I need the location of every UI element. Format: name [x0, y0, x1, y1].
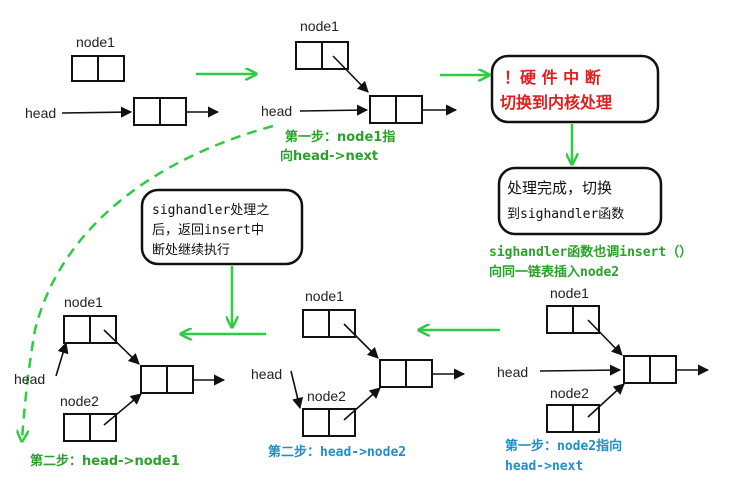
node1-next-arrow	[343, 323, 379, 359]
node1-label: node1	[550, 285, 589, 301]
return-text-line3: 断处继续执行	[152, 243, 230, 258]
panel-initial: node1 head	[25, 34, 220, 126]
node2-box	[546, 404, 600, 433]
return-to-insert-box: sighandler处理之 后，返回insert中 断处继续执行	[140, 188, 304, 266]
return-text-line1: sighandler处理之	[152, 203, 269, 218]
node1-box	[295, 41, 349, 70]
node2-next-arrow	[103, 393, 142, 426]
head-label: head	[261, 103, 292, 119]
panel-resume-step2: node1 head node2 第二步：head->node1	[14, 294, 226, 469]
list-node-box	[133, 97, 187, 126]
sighandler-note-line2: 向同一链表插入node2	[489, 264, 619, 280]
interrupt-text-line1: ！硬 件 中 断	[504, 68, 601, 87]
head-label: head	[14, 371, 45, 387]
resume-step2-text: 第二步：head->node1	[30, 453, 180, 469]
return-text-line2: 后，返回insert中	[152, 223, 264, 238]
node1-box	[71, 55, 125, 82]
sighandler-step2-text: 第二步：head->node2	[268, 444, 406, 460]
node1-label: node1	[300, 18, 339, 34]
panel-sighandler-step1: node1 head node2 第一步：node2指向 head->next	[497, 285, 710, 474]
list-node-box	[140, 365, 194, 394]
node1-label: node1	[64, 294, 103, 310]
node1-label: node1	[76, 34, 115, 50]
done-text-line1: 处理完成，切换	[507, 179, 612, 197]
node2-label: node2	[60, 393, 99, 409]
panel-step1: node1 head 第一步：node1指 向head->next	[261, 18, 458, 164]
node2-label: node2	[550, 385, 589, 401]
head-pointer-arrow	[55, 341, 69, 377]
node2-next-arrow	[587, 383, 625, 418]
dashed-resume-arrow	[22, 124, 274, 440]
step1-text-line2: 向head->next	[280, 148, 378, 164]
node1-box	[63, 315, 117, 344]
node1-box	[302, 309, 356, 338]
list-node-box	[379, 359, 433, 388]
head-label: head	[251, 366, 282, 382]
head-pointer-arrow	[299, 104, 369, 116]
sighandler-step1-line2: head->next	[505, 459, 583, 474]
sighandler-note-line1: sighandler函数也调insert（）	[489, 244, 692, 260]
node1-next-arrow	[332, 55, 369, 93]
head-pointer-arrow	[290, 370, 304, 410]
hardware-interrupt-box: ！硬 件 中 断 切换到内核处理	[490, 54, 660, 124]
step1-text-line1: 第一步：node1指	[285, 129, 395, 145]
done-text-line2: 到sighandler函数	[507, 207, 624, 222]
node1-next-arrow	[103, 329, 140, 365]
head-pointer-arrow	[539, 364, 622, 376]
interrupt-text-line2: 切换到内核处理	[500, 93, 612, 112]
sighandler-step1-line1: 第一步：node2指向	[505, 438, 622, 454]
switch-to-sighandler-box: 处理完成，切换 到sighandler函数	[497, 166, 663, 236]
head-label: head	[25, 105, 56, 121]
node1-next-arrow	[587, 319, 623, 356]
node1-label: node1	[305, 288, 344, 304]
list-node-box	[623, 355, 677, 384]
head-label: head	[497, 364, 528, 380]
panel-sighandler-step2: node1 head node2 第二步：head->node2	[251, 288, 466, 460]
node2-box	[302, 408, 356, 437]
node2-label: node2	[307, 388, 346, 404]
list-node-box	[369, 95, 423, 124]
node1-box	[546, 305, 600, 334]
head-pointer-arrow	[61, 106, 133, 118]
node2-next-arrow	[343, 387, 381, 421]
node2-box	[63, 413, 117, 442]
